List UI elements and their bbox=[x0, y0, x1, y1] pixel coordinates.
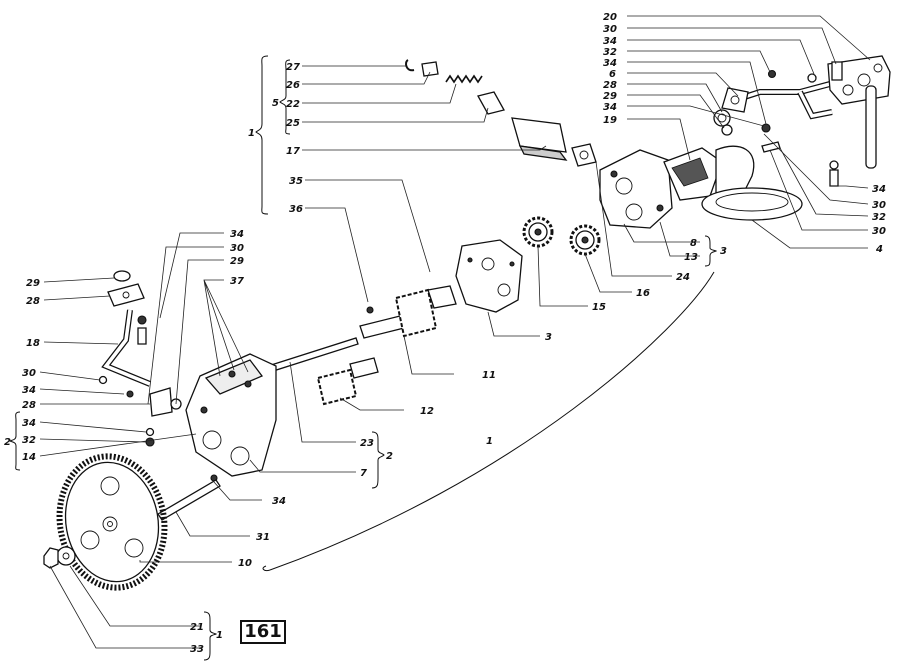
nut-and-washer bbox=[43, 546, 76, 569]
pump-cover bbox=[455, 239, 523, 313]
label-34: 34 bbox=[603, 102, 617, 113]
label-31: 31 bbox=[256, 532, 270, 543]
label-26: 26 bbox=[286, 80, 300, 91]
pump-body-upper bbox=[599, 145, 803, 229]
label-3: 3 bbox=[720, 246, 727, 257]
top-right-fasteners bbox=[713, 61, 843, 187]
label-27: 27 bbox=[286, 62, 300, 73]
label-32: 32 bbox=[603, 47, 617, 58]
label-34: 34 bbox=[272, 496, 286, 507]
label-13: 13 bbox=[684, 252, 698, 263]
label-10: 10 bbox=[238, 558, 252, 569]
label-32: 32 bbox=[22, 435, 36, 446]
label-1: 1 bbox=[248, 128, 255, 139]
label-11: 11 bbox=[482, 370, 496, 381]
label-1: 1 bbox=[216, 630, 223, 641]
label-28: 28 bbox=[22, 400, 36, 411]
label-8: 8 bbox=[690, 238, 697, 249]
label-28: 28 bbox=[26, 296, 40, 307]
label-22: 22 bbox=[286, 99, 300, 110]
label-35: 35 bbox=[289, 176, 303, 187]
label-7: 7 bbox=[360, 468, 367, 479]
label-34: 34 bbox=[603, 36, 617, 47]
label-32: 32 bbox=[872, 212, 886, 223]
label-5: 5 bbox=[272, 98, 279, 109]
label-37: 37 bbox=[230, 276, 244, 287]
label-28: 28 bbox=[603, 80, 617, 91]
braces bbox=[8, 55, 718, 661]
label-18: 18 bbox=[26, 338, 40, 349]
part-labels: 20 30 34 32 34 6 28 29 34 19 27 26 5 22 … bbox=[4, 12, 886, 655]
label-6: 6 bbox=[609, 69, 616, 80]
label-33: 33 bbox=[190, 644, 204, 655]
label-30: 30 bbox=[872, 226, 886, 237]
suction-pipe-upper bbox=[721, 55, 891, 169]
gear-16 bbox=[569, 224, 601, 256]
label-34: 34 bbox=[603, 58, 617, 69]
label-34: 34 bbox=[22, 418, 36, 429]
label-29: 29 bbox=[230, 256, 244, 267]
drive-gear-10 bbox=[56, 453, 221, 591]
label-29: 29 bbox=[603, 91, 617, 102]
label-17: 17 bbox=[286, 146, 300, 157]
label-12: 12 bbox=[420, 406, 434, 417]
label-20: 20 bbox=[603, 12, 617, 23]
label-29: 29 bbox=[26, 278, 40, 289]
label-30: 30 bbox=[603, 24, 617, 35]
label-36: 36 bbox=[289, 204, 303, 215]
label-2: 2 bbox=[4, 437, 11, 448]
relief-valve-assembly bbox=[405, 59, 597, 167]
drive-shaft-gear-11 bbox=[359, 285, 457, 339]
label-30: 30 bbox=[22, 368, 36, 379]
label-1: 1 bbox=[486, 436, 493, 447]
suction-pipe-lower bbox=[101, 270, 182, 417]
pump-body-lower bbox=[185, 353, 277, 477]
label-3: 3 bbox=[545, 332, 552, 343]
label-30: 30 bbox=[230, 243, 244, 254]
label-34: 34 bbox=[872, 184, 886, 195]
label-15: 15 bbox=[592, 302, 606, 313]
label-23: 23 bbox=[360, 438, 374, 449]
label-21: 21 bbox=[190, 622, 204, 633]
leader-lines bbox=[39, 15, 871, 649]
label-24: 24 bbox=[676, 272, 690, 283]
label-25: 25 bbox=[286, 118, 300, 129]
label-34: 34 bbox=[230, 229, 244, 240]
label-4: 4 bbox=[875, 244, 883, 255]
label-2: 2 bbox=[386, 451, 393, 462]
figure-number: 161 bbox=[240, 620, 286, 644]
label-19: 19 bbox=[603, 115, 617, 126]
label-34: 34 bbox=[22, 385, 36, 396]
label-30: 30 bbox=[872, 200, 886, 211]
label-14: 14 bbox=[22, 452, 36, 463]
gear-15 bbox=[522, 216, 554, 248]
label-16: 16 bbox=[636, 288, 650, 299]
driven-gear-12 bbox=[316, 357, 379, 406]
shaft-pin-23 bbox=[267, 337, 359, 373]
